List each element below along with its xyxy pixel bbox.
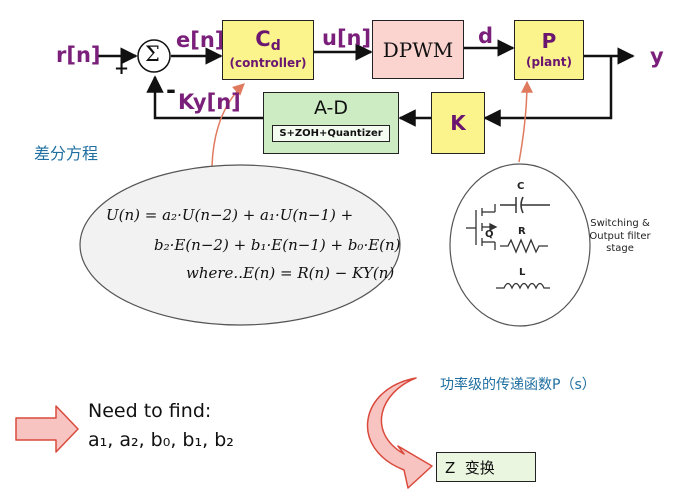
controller-title: C xyxy=(255,27,271,52)
dpwm-block: DPWM xyxy=(372,20,464,79)
plant-subtitle: (plant) xyxy=(525,54,573,69)
inductor-icon xyxy=(496,282,550,290)
plant-callout-line xyxy=(518,80,533,163)
signal-error-label: e[n] xyxy=(176,28,225,52)
stage-label: Switching & Output filter stage xyxy=(582,218,658,256)
equation-line-3: where..E(n) = R(n) − KY(n) xyxy=(186,264,395,282)
stage-label-line-3: stage xyxy=(606,243,634,254)
circuit-bubble xyxy=(449,163,591,327)
stage-label-line-2: Output filter xyxy=(589,230,651,242)
resistor-icon xyxy=(500,238,548,254)
need-to-find-arrow-icon xyxy=(15,405,79,453)
controller-title-sub: d xyxy=(270,38,281,55)
adc-title: A-D xyxy=(313,97,349,119)
capacitor-label: C xyxy=(517,181,525,192)
capacitor-icon xyxy=(500,196,550,214)
plus-sign: + xyxy=(114,58,130,79)
plant-block: P (plant) xyxy=(514,20,584,80)
equation-line-2: b₂·E(n−2) + b₁·E(n−1) + b₀·E(n) xyxy=(154,236,401,254)
adc-inner-box: S+ZOH+Quantizer xyxy=(272,125,390,142)
signal-input-label: r[n] xyxy=(56,43,101,67)
curved-arrow-icon xyxy=(366,377,433,489)
equation-bubble xyxy=(79,164,401,326)
summing-junction xyxy=(137,39,171,73)
plant-tf-label: 功率级的传递函数P（s） xyxy=(440,377,596,393)
wire-adc-to-sum xyxy=(146,75,263,120)
z-transform-label: Z 变换 xyxy=(445,458,495,477)
mosfet-icon xyxy=(466,204,498,250)
controller-callout-line xyxy=(211,83,245,167)
signal-control-label: u[n] xyxy=(322,26,372,50)
gain-block: K xyxy=(431,92,485,154)
gain-title: K xyxy=(450,111,466,135)
dpwm-title: DPWM xyxy=(382,37,454,62)
need-to-find-coeffs: a₁, a₂, b₀, b₁, b₂ xyxy=(88,429,234,451)
sum-symbol: Σ xyxy=(145,42,160,66)
resistor-label: R xyxy=(518,226,526,237)
inductor-label: L xyxy=(519,267,526,278)
difference-eq-label: 差分方程 xyxy=(34,144,99,163)
equation-line-1: U(n) = a₂·U(n−2) + a₁·U(n−1) + xyxy=(106,206,354,224)
signal-duty-label: d xyxy=(478,24,494,48)
z-transform-box: Z 变换 xyxy=(436,452,536,482)
controller-subtitle: (controller) xyxy=(229,56,307,71)
signal-output-label: y xyxy=(650,44,664,68)
wire-output-feedback xyxy=(483,56,613,127)
signal-feedback-label: Ky[n] xyxy=(178,90,241,114)
minus-sign: - xyxy=(166,76,176,104)
need-to-find-title: Need to find: xyxy=(88,400,212,422)
adc-block: A-D S+ZOH+Quantizer xyxy=(263,92,399,154)
stage-label-line-1: Switching & xyxy=(590,218,650,229)
mosfet-label: Q xyxy=(485,229,494,240)
plant-title: P xyxy=(541,28,557,53)
controller-block: Cd (controller) xyxy=(222,20,314,80)
